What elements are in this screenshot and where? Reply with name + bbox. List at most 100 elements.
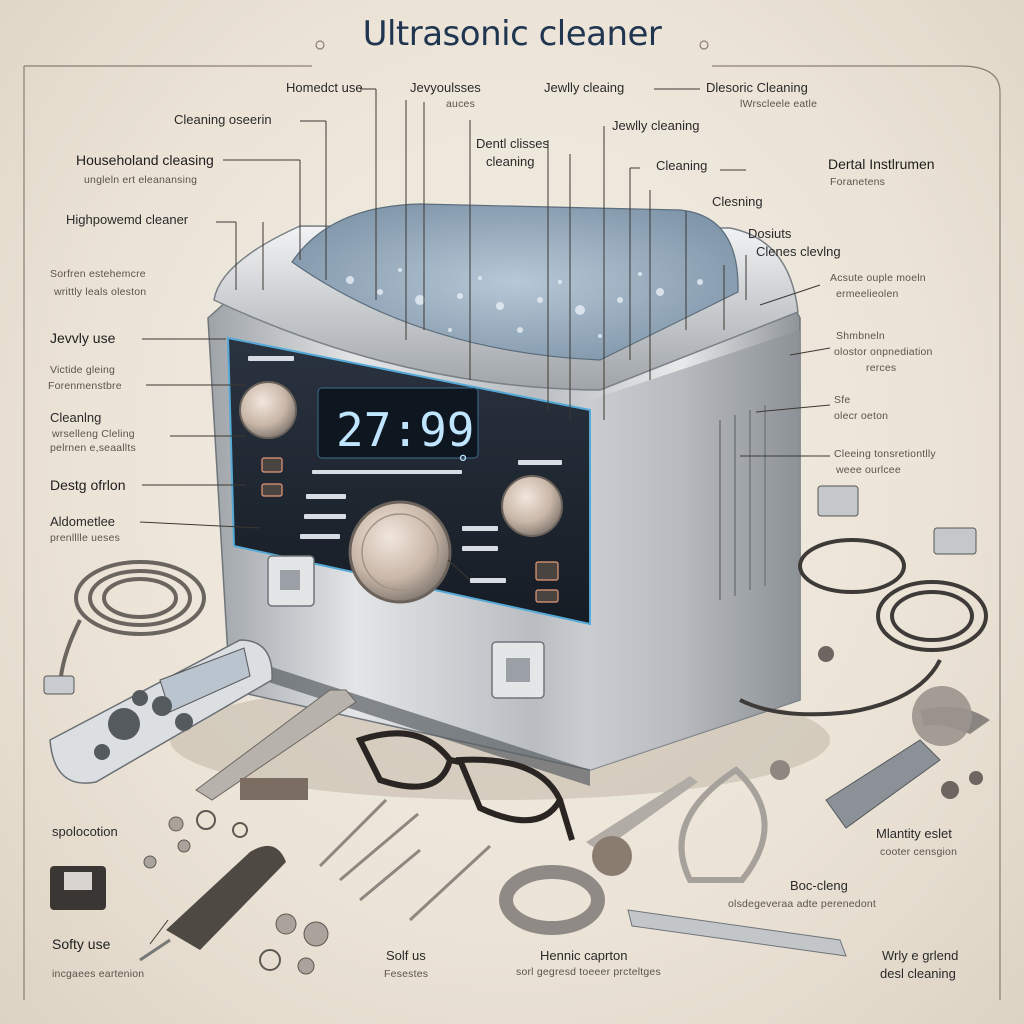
label-safe-line1: Sfe	[834, 394, 851, 406]
label-dental-glasses-line1: Dentl clisses	[476, 136, 549, 151]
scraper	[586, 776, 698, 852]
sublabel-quantity-select: cooter censgion	[880, 846, 958, 858]
label-denture-line1: Dosiuts	[748, 226, 792, 241]
remote-button	[108, 708, 140, 740]
diagram-title: Ultrasonic cleaner	[362, 14, 662, 54]
cable-plug-left	[43, 675, 75, 695]
label-cleaning-functionality: Cleeing tonsretiontlly	[834, 448, 936, 460]
label-victide-line2: Forenmenstbre	[48, 380, 122, 392]
screw-part	[941, 781, 959, 799]
label-bone-cleaning: Boc-cleng	[790, 878, 848, 893]
cable-right	[739, 538, 988, 717]
label-denture-line2: Clenes clevlng	[756, 244, 841, 259]
label-design-option: Destg ofrlon	[50, 477, 126, 493]
long-probe	[627, 909, 847, 957]
label-dental-glasses-line2: cleaning	[486, 154, 535, 169]
sublabel-jewelry-glasses: auces	[446, 98, 476, 110]
remote-button	[94, 744, 110, 760]
label-wiry-grinder-line2: desl cleaning	[880, 966, 956, 981]
label-automatic: Aldometlee	[50, 514, 116, 529]
label-cleaning-line1: Cleanlng	[50, 410, 102, 425]
sublabel-hennic-caption: sorl gegresd toeeer prcteltges	[516, 966, 661, 978]
label-safe-line2: olecr oeton	[834, 410, 889, 422]
label-stainless-line3: rerces	[866, 362, 897, 374]
label-cleaning-line2: wrselleng Cleling	[52, 428, 135, 440]
label-safety-use: Softy use	[52, 936, 111, 952]
clip-part	[818, 646, 834, 662]
label-jewelry-use: Jevvly use	[50, 330, 116, 346]
steel-mesh-dome	[912, 686, 972, 746]
label-self-use: Solf us	[386, 948, 426, 963]
panel-button	[261, 457, 283, 473]
sublabel-safety: incgaees eartenion	[52, 968, 145, 980]
small-comb	[240, 778, 308, 800]
label-acoustic-line1: Acsute ouple moeln	[830, 272, 926, 284]
label-victide-line1: Victide gleing	[50, 364, 116, 376]
label-jewelry-cleaning-top: Jewlly cleaing	[544, 80, 625, 95]
remote-button	[175, 713, 193, 731]
side-vents	[719, 405, 766, 600]
sublabel-ultrasonic: lWrscleele eatle	[740, 98, 818, 110]
jewelry-pieces	[143, 810, 329, 975]
label-software-line1: Sorfren estehemcre	[50, 268, 146, 280]
frame-border	[23, 40, 1001, 1000]
sublabel-bone-cleaning: olsdegeveraa adte perenedont	[728, 898, 877, 910]
plug-right	[933, 527, 977, 555]
label-jewelry-cleaning-2: Jewlly cleaning	[612, 118, 700, 133]
ultrasonic-cleaner: 27:99 °	[207, 203, 801, 786]
panel-button	[535, 589, 559, 603]
label-cleaning-right-2: Clesning	[712, 194, 763, 209]
loop-tool	[678, 766, 768, 883]
power-knob	[501, 475, 563, 537]
label-stainless-line1: Shmbneln	[836, 330, 885, 342]
sublabel-self-use: Fesestes	[384, 968, 429, 980]
label-ultrasonic-cleaning: Dlesoric Cleaning	[706, 80, 808, 95]
label-specification: spolocotion	[52, 824, 118, 839]
label-software-line2: writtly leals oleston	[54, 286, 147, 298]
bubbles	[346, 268, 703, 338]
label-home-use: Homedct use	[286, 80, 363, 95]
remote-button	[152, 696, 172, 716]
label-cleaning-right: Cleaning	[656, 158, 708, 173]
remote-button	[132, 690, 148, 706]
display-unit: °	[458, 451, 468, 475]
brush-right	[825, 739, 941, 829]
screw-part	[969, 771, 983, 785]
dental-picks	[318, 798, 492, 922]
label-cleaning-line3: pelrnen e,seaallts	[50, 442, 136, 454]
timer-knob	[239, 381, 297, 439]
remote-control	[49, 639, 273, 784]
label-wiry-grinder-line1: Wrly e grlend	[882, 948, 959, 963]
sublabel-household: ungleln ert eleanansing	[84, 174, 198, 186]
sublabel-automatic: prenlllle ueses	[50, 532, 121, 544]
label-hennic-caption: Hennic caprton	[540, 948, 628, 963]
plug-right-top	[817, 485, 859, 517]
label-jewelry-glasses: Jevyoulsses	[410, 80, 481, 95]
display-screen	[317, 387, 479, 459]
bristle-head	[592, 836, 632, 876]
sublabel-cleaning-functionality: weee ourlcee	[836, 464, 901, 476]
label-household-cleaning: Householand cleasing	[76, 152, 214, 168]
accessories	[43, 485, 990, 975]
eyeglasses	[355, 730, 575, 841]
sublabel-dental-instrument: Foranetens	[830, 176, 886, 188]
panel-button	[535, 561, 559, 581]
panel-button	[261, 483, 283, 497]
panel-buttons	[261, 457, 559, 603]
label-dental-instrument: Dertal Instlrumen	[828, 156, 935, 172]
label-highpowered-cleaner: Highpowemd cleaner	[66, 212, 189, 227]
ring	[499, 865, 605, 935]
wire-brush	[166, 845, 286, 950]
leader-lines	[139, 88, 831, 945]
water-basin	[291, 203, 739, 361]
label-stainless-line2: olostor onpnediation	[834, 346, 933, 358]
label-quantity-select: Mlantity eslet	[876, 826, 952, 841]
label-cleaning-operation: Cleaning oseerin	[174, 112, 272, 127]
main-dial-knob	[348, 500, 452, 604]
display-readout: 27:99	[336, 403, 474, 457]
cleaning-pick	[195, 689, 357, 801]
label-acoustic-line2: ermeelieolen	[836, 288, 899, 300]
clip-part	[770, 760, 790, 780]
